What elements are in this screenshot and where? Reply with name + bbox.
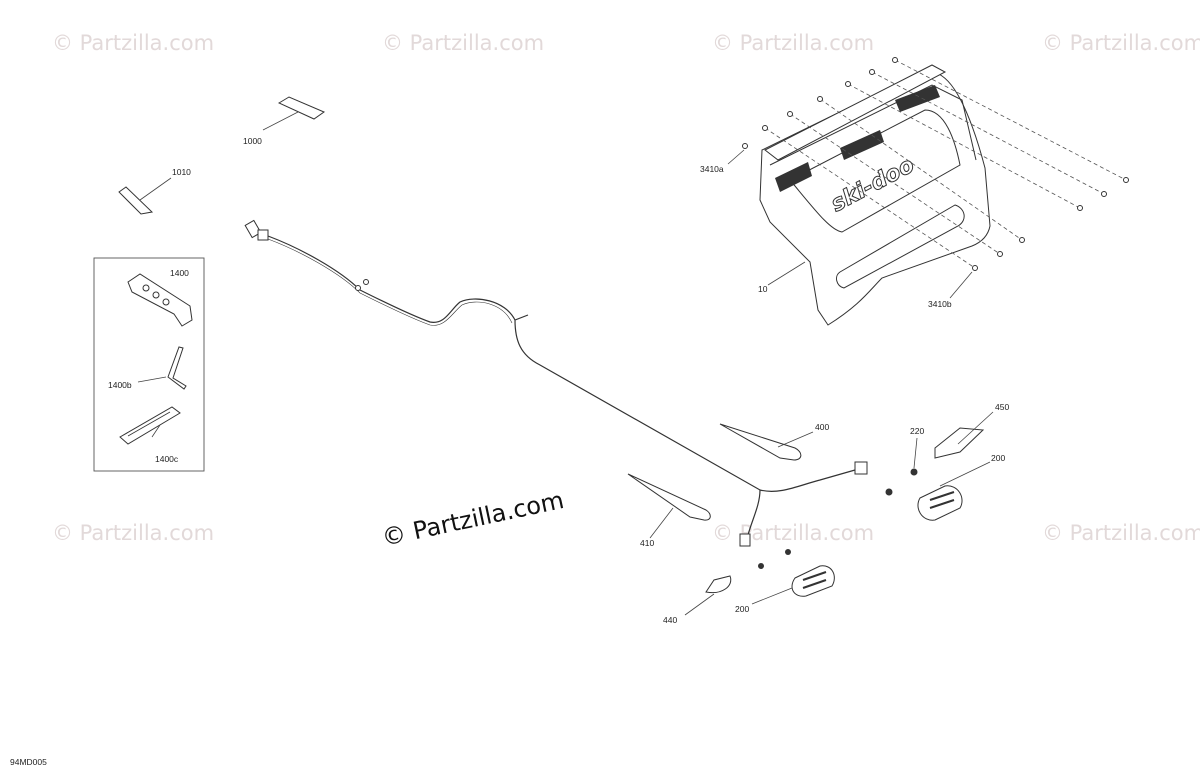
watermark: © Partzilla.com <box>382 31 544 55</box>
callout-3410a: 3410a <box>700 164 724 174</box>
diagram-code: 94MD005 <box>10 757 47 767</box>
callout-400: 400 <box>815 422 829 432</box>
callout-450: 450 <box>995 402 1009 412</box>
leader-line <box>649 507 674 539</box>
watermark: © Partzilla.com <box>1042 31 1200 55</box>
wiring-harness <box>244 219 868 547</box>
callout-1400b: 1400b <box>108 380 132 390</box>
leader-line <box>949 271 973 299</box>
callout-410: 410 <box>640 538 654 548</box>
watermark: © Partzilla.com <box>712 521 874 545</box>
leader-line <box>939 461 991 487</box>
leader-line <box>262 111 299 131</box>
leader-line <box>777 431 814 448</box>
tool-kit-box <box>93 257 205 472</box>
callout-1400: 1400 <box>170 268 189 278</box>
watermark-main: © Partzilla.com <box>379 486 566 552</box>
leader-line <box>727 149 745 165</box>
callout-10: 10 <box>758 284 768 294</box>
nut-220 <box>910 468 918 476</box>
leader-line <box>137 376 167 383</box>
wrench-1400 <box>127 273 193 327</box>
callout-200: 200 <box>735 604 749 614</box>
leader-line <box>684 593 715 616</box>
fastener-group <box>742 57 1129 271</box>
watermark: © Partzilla.com <box>52 521 214 545</box>
reflector-400 <box>719 423 802 461</box>
watermark: © Partzilla.com <box>52 31 214 55</box>
callout-200: 200 <box>991 453 1005 463</box>
snowflap-10: ski-doo <box>759 64 991 326</box>
tail-light-200-upper <box>885 485 963 521</box>
leader-line <box>957 411 994 445</box>
callout-440: 440 <box>663 615 677 625</box>
reflector-410 <box>627 473 711 521</box>
callout-1400c: 1400c <box>155 454 179 464</box>
callout-1000: 1000 <box>243 136 262 146</box>
tail-light-200-lower <box>758 549 835 597</box>
leader-line <box>913 437 918 469</box>
leader-line <box>767 261 806 286</box>
leader-line <box>751 587 793 605</box>
hex-key-1400b <box>167 346 187 390</box>
callout-3410b: 3410b <box>928 299 952 309</box>
callout-1010: 1010 <box>172 167 191 177</box>
watermark: © Partzilla.com <box>712 31 874 55</box>
watermark-group: © Partzilla.com © Partzilla.com © Partzi… <box>52 31 1200 545</box>
callout-220: 220 <box>910 426 924 436</box>
leader-line <box>139 177 172 201</box>
tool-1400c <box>119 406 181 445</box>
watermark: © Partzilla.com <box>1042 521 1200 545</box>
decal-1010 <box>118 186 154 215</box>
leader-line <box>151 424 161 438</box>
decal-1000 <box>277 96 326 120</box>
decal-440 <box>705 575 732 594</box>
